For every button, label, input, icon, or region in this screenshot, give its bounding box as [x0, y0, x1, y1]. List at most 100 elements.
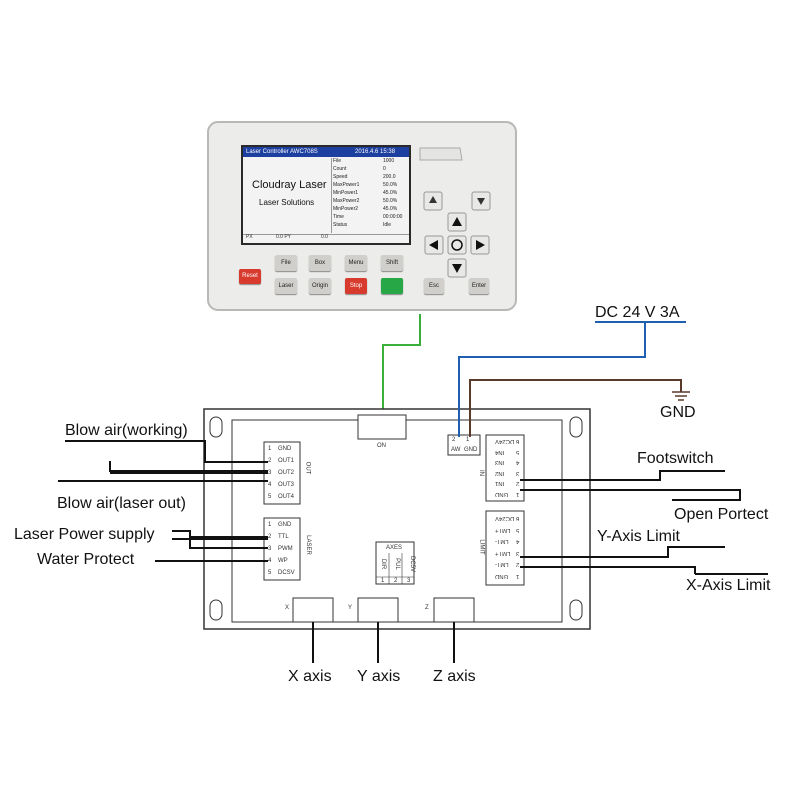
power-supply-label: DC 24 V 3A [595, 304, 680, 321]
axes-pin-name: DIR [380, 558, 387, 570]
brand-name: Cloudray Laser [252, 179, 327, 191]
start-button[interactable] [381, 278, 403, 294]
x-axis-port [292, 597, 334, 623]
laser-connector [263, 517, 301, 581]
laser-pin-name: WP [278, 558, 288, 564]
y-port-label: Y [348, 605, 353, 611]
y-axis-label: Y axis [357, 668, 401, 685]
panel-button-laser[interactable]: Laser [275, 278, 297, 294]
laser-power-supply-label: Laser Power supply [14, 526, 155, 543]
in-pin-name: IN4 [495, 448, 505, 455]
lcd-footer-right: 0.0 [321, 234, 328, 240]
panel-button-origin[interactable]: Origin [309, 278, 331, 294]
x-axis-label: X axis [288, 668, 332, 685]
dc24v-wire [458, 322, 646, 437]
status-row-value: 45.0% [383, 190, 398, 196]
limit-pin-number: 5 [516, 526, 520, 533]
status-row-value: Idle [383, 222, 392, 228]
status-row-label: MaxPower1 [333, 182, 360, 188]
out-pin-number: 5 [268, 494, 272, 500]
axes-pin-name: PUL [393, 558, 400, 570]
open-protect-label: Open Portect [674, 506, 769, 523]
enter-button[interactable]: Enter [469, 278, 489, 294]
axes-pin-name: DC5V [409, 555, 416, 573]
x-axis-limit-label: X-Axis Limit [686, 577, 771, 594]
in-pin-name: GND [495, 490, 509, 497]
status-row-label: Count [333, 166, 347, 172]
in-pin-name: IN1 [495, 480, 505, 486]
status-row-label: Time [333, 214, 344, 220]
out-pin-number: 2 [268, 458, 272, 464]
laser-header: LASER [304, 535, 311, 555]
axes-pin-number: 3 [407, 578, 411, 584]
out-pin-number: 3 [268, 470, 272, 476]
gnd-label: GND [660, 404, 696, 421]
power-pin-label: 2 [452, 437, 456, 443]
status-row-value: 45.0% [383, 206, 398, 212]
limit-pin-number: 3 [516, 549, 520, 556]
laser-pin-name: GND [278, 522, 292, 528]
limit-pin-name: LMT- [495, 561, 509, 567]
power-pin-label: GND [464, 447, 478, 453]
laser-pin-number: 5 [268, 570, 272, 576]
out-pin-name: OUT4 [278, 494, 295, 500]
esc-button[interactable]: Esc [424, 278, 444, 294]
z-port-label: Z [425, 605, 429, 611]
status-row-label: Status [333, 222, 348, 228]
status-row-value: 1000 [383, 158, 395, 164]
in-pin-number: 6 [516, 438, 520, 444]
lcd-footer-left: PX [246, 234, 253, 240]
in-pin-number: 1 [516, 490, 520, 497]
panel-button-box[interactable]: Box [309, 255, 331, 271]
usb-slot [419, 147, 463, 161]
laser-pin-name: PWM [278, 546, 293, 552]
z-axis-label: Z axis [433, 668, 476, 685]
power-pin-label: 1 [466, 437, 470, 443]
in-pin-number: 4 [516, 459, 520, 465]
power-pin-label: AW [451, 447, 461, 453]
in-pin-number: 2 [516, 480, 520, 486]
lcd-header-title: Laser Controller AWC708S [246, 149, 318, 155]
brand-tagline: Laser Solutions [259, 198, 315, 207]
blow-air-laser-out-label: Blow air(laser out) [57, 495, 186, 512]
status-row-label: File [333, 158, 342, 164]
limit-pin-number: 6 [516, 515, 520, 521]
panel-button-file[interactable]: File [275, 255, 297, 271]
water-protect-label: Water Protect [37, 551, 135, 568]
out-pin-name: OUT3 [278, 482, 295, 488]
panel-button-shift[interactable]: Shift [381, 255, 403, 271]
lcd-status-panel [331, 158, 409, 233]
lcd-footer-mid: 0.0 PY [276, 234, 292, 240]
power-connector [447, 434, 481, 456]
panel-button-menu[interactable]: Menu [345, 255, 367, 271]
lcd-screen: Laser Controller AWC708S 2016.4.6 15:38 … [243, 147, 409, 243]
out-pin-name: OUT2 [278, 470, 295, 476]
z-axis-port [433, 597, 475, 623]
status-row-label: MinPower1 [333, 190, 359, 196]
status-row-value: 50.0% [383, 182, 398, 188]
lcd-header-bar [243, 147, 409, 157]
reset-button[interactable]: Reset [239, 269, 261, 284]
link-port-label: ON [377, 443, 386, 449]
status-row-label: MaxPower2 [333, 198, 360, 204]
limit-header: LIMIT [478, 539, 485, 555]
out-pin-name: OUT1 [278, 458, 295, 464]
direction-pad[interactable] [424, 212, 490, 278]
status-row-value: 00:00:00 [383, 214, 403, 220]
out-connector [263, 441, 301, 505]
panel-button-stop[interactable]: Stop [345, 278, 367, 294]
status-row-value: 0 [383, 166, 386, 172]
status-row-value: 200.0 [383, 174, 396, 180]
limit-pin-number: 1 [516, 572, 520, 579]
laser-pin-name: DCSV [278, 570, 295, 576]
footswitch-label: Footswitch [637, 450, 714, 467]
out-header: OUT [304, 461, 311, 475]
out-pin-name: GND [278, 446, 292, 452]
laser-pin-number: 1 [268, 522, 272, 528]
z-axis-buttons[interactable] [423, 191, 491, 211]
main-board [203, 408, 591, 630]
laser-pin-number: 2 [268, 534, 272, 540]
limit-connector [485, 510, 525, 586]
ground-symbol [672, 391, 690, 401]
axes-pin-number: 1 [381, 578, 385, 584]
